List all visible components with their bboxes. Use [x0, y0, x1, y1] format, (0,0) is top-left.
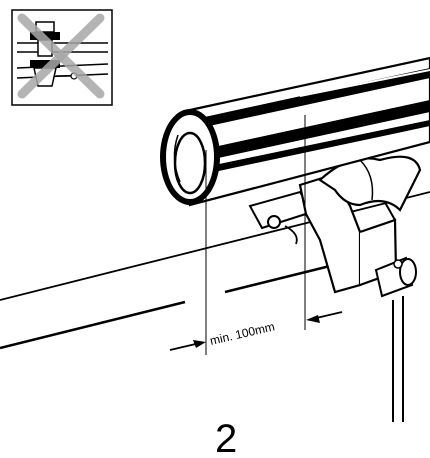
- load-bar: [160, 56, 430, 207]
- bolt-head: [267, 215, 281, 229]
- roof-rail: [0, 191, 430, 350]
- inset-warning: [11, 9, 113, 106]
- mounting-clamp: [248, 155, 422, 422]
- step-number: 2: [215, 417, 237, 458]
- clamp-position-crossed-out-icon: [16, 13, 109, 99]
- dimension-label: min. 100mm: [209, 319, 276, 347]
